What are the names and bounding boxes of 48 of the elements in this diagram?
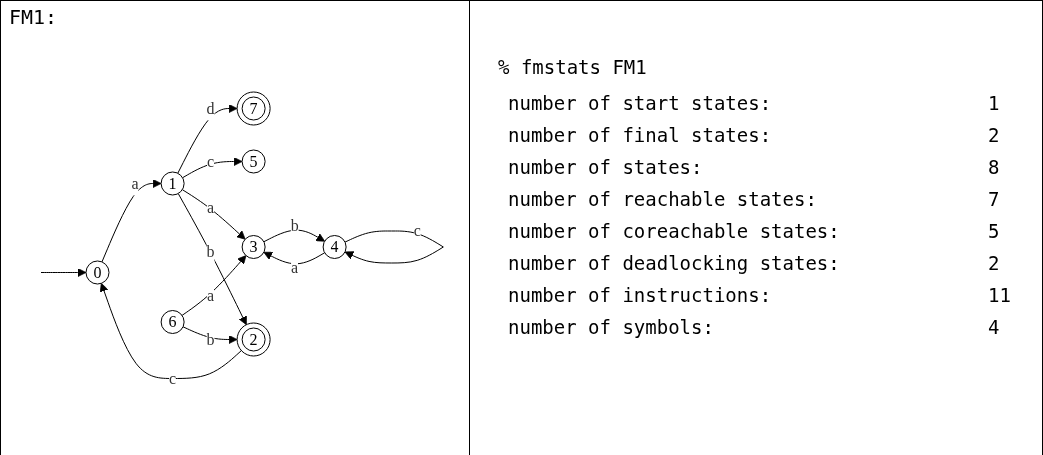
stat-label: number of start states: (507, 91, 773, 116)
edge-label: d (206, 99, 215, 117)
node-circle: 7 (236, 91, 271, 126)
node-circle: 3 (241, 234, 266, 259)
edge-label: a (207, 286, 215, 304)
edge-label: b (206, 330, 215, 348)
edge-label: a (291, 258, 299, 276)
arrow (263, 229, 326, 242)
diagram-title: FM1: (9, 5, 58, 29)
arrow (182, 156, 243, 178)
arrow (182, 188, 246, 240)
stat-value: 11 (988, 283, 1011, 308)
stat-label: number of coreachable states: (507, 219, 841, 244)
stat-value: 2 (988, 251, 1000, 276)
arrow (40, 267, 87, 277)
edge-label: a (131, 174, 139, 192)
node-circle: 2 (236, 322, 271, 357)
stat-label: number of reachable states: (507, 187, 818, 212)
arrow (177, 103, 238, 174)
stat-value: 8 (988, 155, 1000, 180)
stat-value: 2 (988, 123, 1000, 148)
arrow (182, 326, 238, 344)
edge-label: c (169, 369, 177, 387)
node-circle: 4 (322, 234, 347, 259)
command-line: % fmstats FM1 (498, 55, 647, 80)
stat-label: number of instructions: (507, 283, 773, 308)
stat-value: 5 (988, 219, 1000, 244)
edge-label: c (207, 152, 215, 170)
edge-label: c (413, 221, 422, 239)
arrow (181, 254, 247, 316)
stat-label: number of final states: (507, 123, 773, 148)
stat-value: 1 (988, 91, 1000, 116)
node-circle: 6 (160, 309, 185, 334)
stat-label: number of states: (507, 155, 704, 180)
node-circle: 1 (160, 171, 185, 196)
arrow (263, 251, 326, 265)
arrow (100, 282, 243, 379)
arrow (178, 192, 248, 325)
stat-value: 4 (988, 315, 1000, 340)
edge-label: b (290, 216, 299, 234)
node-circle: 5 (241, 149, 266, 174)
stat-label: number of deadlocking states: (507, 251, 841, 276)
edge-label: a (207, 198, 215, 216)
stat-value: 7 (988, 187, 1000, 212)
edge-label: b (206, 242, 215, 260)
arrow (101, 178, 162, 263)
node-circle: 0 (85, 260, 110, 285)
stat-label: number of symbols: (507, 315, 715, 340)
